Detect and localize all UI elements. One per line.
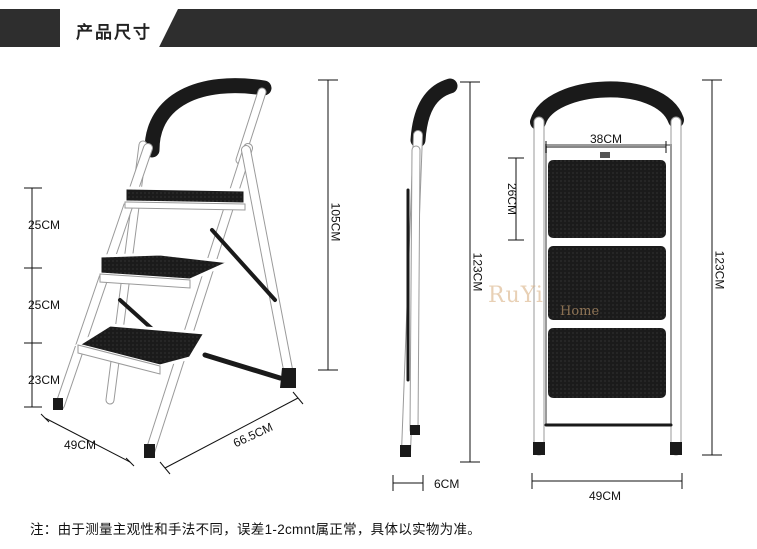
step-middle [98,252,236,282]
handle-grip [144,78,272,158]
dim-label-front-height: 123CM [712,250,727,290]
front-step-bottom [548,328,666,398]
dim-lines-left [24,79,338,475]
dim-lines-side [392,81,480,491]
dim-label-side-height: 123CM [470,252,485,292]
dim-label-step-gap-bottom: 23CM [28,373,61,387]
ladder-perspective-view [53,78,296,458]
dim-lines-front [508,79,722,489]
dim-label-step-width: 38CM [590,132,623,146]
dim-label-step-spacing: 26CM [505,182,520,216]
watermark-logo-sub: Home [560,304,600,319]
dim-label-step-gap-top: 25CM [28,218,61,232]
step-top [123,186,247,206]
ladder-side-view [400,78,458,457]
footnote: 注：由于测量主观性和手法不同，误差1-2cmnt属正常，具体以实物为准。 [30,522,482,537]
dim-label-step-gap-middle: 25CM [28,298,61,312]
front-step-top [548,160,666,238]
page-title: 产品尺寸 [76,23,152,42]
side-handle-grip [410,78,458,148]
dim-label-front-width: 49CM [589,489,622,503]
watermark-logo: RuYi [488,283,544,308]
front-step-middle [548,246,666,320]
header-tab [60,9,178,47]
dim-label-side-depth: 6CM [434,477,460,491]
step-bottom [74,323,208,368]
front-handle-grip [530,81,684,130]
dim-label-depth: 49CM [64,438,97,452]
dim-label-step-height-total: 105CM [328,202,343,242]
ladder-front-view [530,81,684,456]
